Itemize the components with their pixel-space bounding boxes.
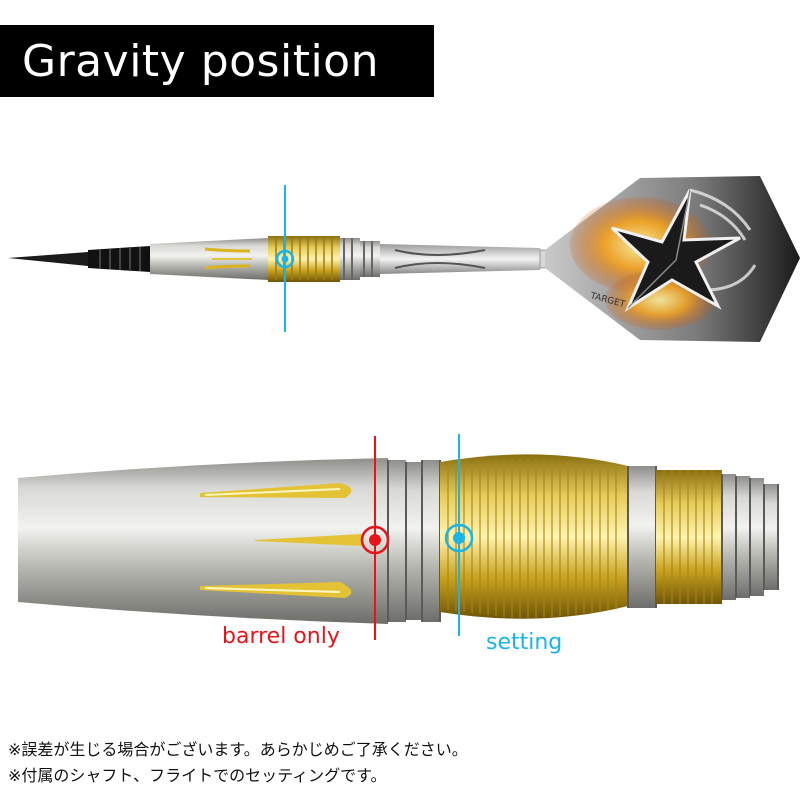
closeup-barrel-front xyxy=(18,458,388,624)
disclaimer-notes: ※誤差が生じる場合がございます。あらかじめご了承ください。 ※付属のシャフト、フ… xyxy=(8,737,468,789)
barrel-only-marker xyxy=(360,525,390,555)
top-setting-marker xyxy=(275,249,295,269)
closeup-gold-grip xyxy=(440,454,628,619)
page-title: Gravity position xyxy=(0,25,434,97)
full-dart: TARGET xyxy=(8,176,800,342)
barrel-front xyxy=(150,238,268,280)
note-line: ※誤差が生じる場合がございます。あらかじめご了承ください。 xyxy=(8,740,468,759)
setting-label: setting xyxy=(486,630,563,655)
dart-shaft xyxy=(380,244,540,274)
dart-tip xyxy=(8,250,100,268)
dart-flight: TARGET xyxy=(545,176,800,342)
barrel-grip xyxy=(268,236,340,282)
note-line: ※付属のシャフト、フライトでのセッティングです。 xyxy=(8,766,387,785)
barrel-only-label: barrel only xyxy=(222,624,340,649)
gravity-marker-icon xyxy=(444,523,474,553)
barrel-closeup xyxy=(18,434,779,640)
star-icon xyxy=(610,189,741,312)
